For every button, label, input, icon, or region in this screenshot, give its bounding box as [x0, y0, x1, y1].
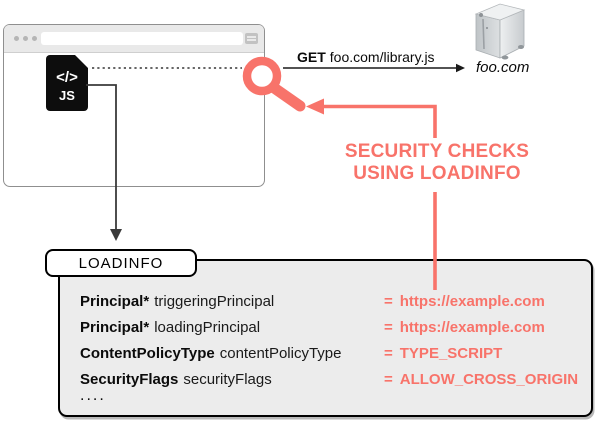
- field-type: ContentPolicyType: [80, 345, 215, 362]
- js-label: JS: [59, 88, 75, 103]
- equals-sign: =: [384, 293, 393, 310]
- field-name: securityFlags: [183, 371, 272, 388]
- window-dot-icon: [23, 36, 28, 41]
- security-check-arrow-upper: [322, 104, 437, 138]
- red-arrowhead-icon: [306, 98, 324, 115]
- http-method: GET: [297, 49, 326, 65]
- browser-window: [3, 24, 265, 187]
- server-icon: [474, 3, 526, 60]
- right-arrowhead-icon: [456, 63, 465, 73]
- field-value: = https://example.com: [384, 293, 545, 310]
- field-value: = ALLOW_CROSS_ORIGIN: [384, 371, 578, 388]
- field-name: contentPolicyType: [219, 345, 342, 362]
- ellipsis-row: ....: [80, 387, 106, 404]
- window-controls-dots: [14, 36, 37, 41]
- window-dot-icon: [32, 36, 37, 41]
- loadinfo-title: LOADINFO: [78, 254, 164, 272]
- window-dot-icon: [14, 36, 19, 41]
- loadinfo-row: Principal*loadingPrincipal = https://exam…: [80, 319, 583, 337]
- field-type: Principal*: [80, 319, 150, 336]
- note-line-2: USING LOADINFO: [353, 163, 521, 184]
- server-label: foo.com: [476, 59, 530, 76]
- loadinfo-box: Principal*triggeringPrincipal = https://e…: [58, 259, 593, 417]
- js-file-icon: </> JS: [46, 55, 88, 111]
- loadinfo-tab: LOADINFO: [45, 249, 197, 277]
- equals-sign: =: [384, 371, 393, 388]
- note-line-1: SECURITY CHECKS: [344, 141, 530, 162]
- field-value: = https://example.com: [384, 319, 545, 336]
- address-bar: [41, 32, 243, 45]
- value-text: https://example.com: [399, 293, 545, 310]
- security-checks-note: SECURITY CHECKS USING LOADINFO: [337, 141, 537, 185]
- down-arrowhead-icon: [110, 229, 122, 241]
- equals-sign: =: [384, 319, 393, 336]
- value-text: https://example.com: [399, 319, 545, 336]
- browser-toolbar: [4, 25, 264, 53]
- value-text: TYPE_SCRIPT: [399, 345, 503, 362]
- equals-sign: =: [384, 345, 393, 362]
- loadinfo-row: Principal*triggeringPrincipal = https://e…: [80, 293, 583, 311]
- request-url: foo.com/library.js: [329, 49, 435, 65]
- folded-corner-icon: [76, 56, 87, 67]
- field-name: loadingPrincipal: [154, 319, 261, 336]
- field-name: triggeringPrincipal: [154, 293, 275, 310]
- code-glyph: </>: [56, 69, 78, 86]
- field-type: SecurityFlags: [80, 371, 179, 388]
- hamburger-menu-icon: [245, 33, 258, 44]
- field-value: = TYPE_SCRIPT: [384, 345, 502, 362]
- value-text: ALLOW_CROSS_ORIGIN: [399, 371, 579, 388]
- field-type: Principal*: [80, 293, 150, 310]
